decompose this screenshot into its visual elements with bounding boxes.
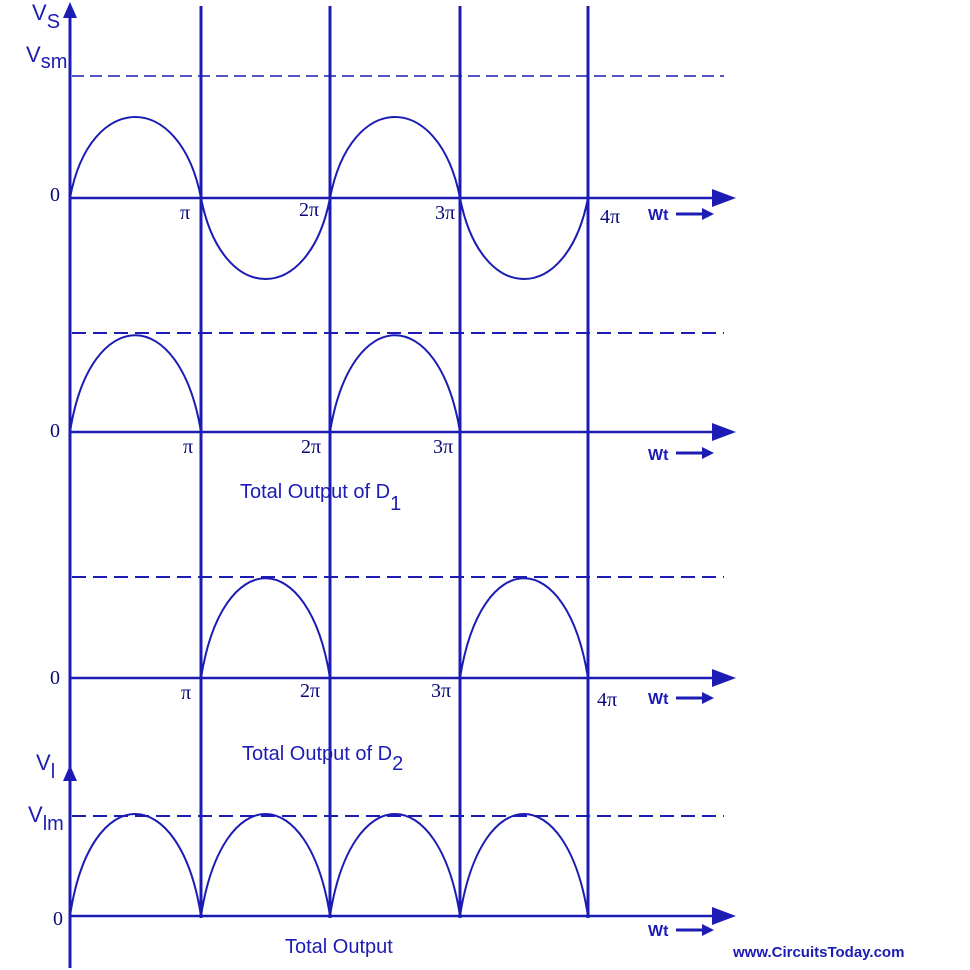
svg-text:Wt: Wt xyxy=(648,447,669,464)
d1-output-wave xyxy=(69,334,461,433)
wt-label-total: Wt xyxy=(648,923,714,940)
wt-label-input: Wt xyxy=(648,207,714,224)
svg-text:Wt: Wt xyxy=(648,207,669,224)
tick-2pi: 2π xyxy=(299,199,319,221)
tick-2pi: 2π xyxy=(300,680,320,702)
tick-pi: π xyxy=(180,202,190,224)
wt-arrow-icon xyxy=(702,692,714,704)
wt-arrow-icon xyxy=(702,447,714,459)
tick-4pi: 4π xyxy=(597,689,617,711)
tick-pi: π xyxy=(183,436,193,458)
tick-pi: π xyxy=(181,682,191,704)
tick-3pi: 3π xyxy=(433,436,453,458)
zero-label-total: 0 xyxy=(53,908,63,930)
tick-3pi: 3π xyxy=(431,680,451,702)
tick-2pi: 2π xyxy=(301,436,321,458)
vlm-label: Vlm xyxy=(28,802,64,835)
tick-4pi: 4π xyxy=(600,206,620,228)
wt-label-d1: Wt xyxy=(648,447,714,464)
left-axis-arrow-icon xyxy=(63,2,77,18)
total-output-wave xyxy=(69,813,589,917)
vsm-label: Vsm xyxy=(26,42,67,73)
zero-label-input: 0 xyxy=(50,184,60,206)
svg-text:Wt: Wt xyxy=(648,691,669,708)
caption-d1: Total Output of D1 xyxy=(240,481,401,515)
time-axis-d1-arrow-icon xyxy=(712,423,736,441)
wt-arrow-icon xyxy=(702,208,714,220)
caption-d2: Total Output of D2 xyxy=(242,743,403,775)
time-axis-d2-arrow-icon xyxy=(712,669,736,687)
bottom-axis-arrow-icon xyxy=(63,765,77,781)
tick-3pi: 3π xyxy=(435,202,455,224)
zero-label-d2: 0 xyxy=(50,667,60,689)
bottom-axis-label: Vl xyxy=(36,750,55,783)
zero-label-d1: 0 xyxy=(50,420,60,442)
watermark: www.CircuitsToday.com xyxy=(732,944,904,961)
input-sine-wave xyxy=(69,116,589,280)
time-axis-total-arrow-icon xyxy=(712,907,736,925)
caption-total: Total Output xyxy=(285,936,393,958)
wt-label-d2: Wt xyxy=(648,691,714,708)
wt-arrow-icon xyxy=(702,924,714,936)
svg-text:Wt: Wt xyxy=(648,923,669,940)
time-axis-input-arrow-icon xyxy=(712,189,736,207)
top-axis-label: VS xyxy=(32,0,60,33)
d2-output-wave xyxy=(200,577,589,679)
